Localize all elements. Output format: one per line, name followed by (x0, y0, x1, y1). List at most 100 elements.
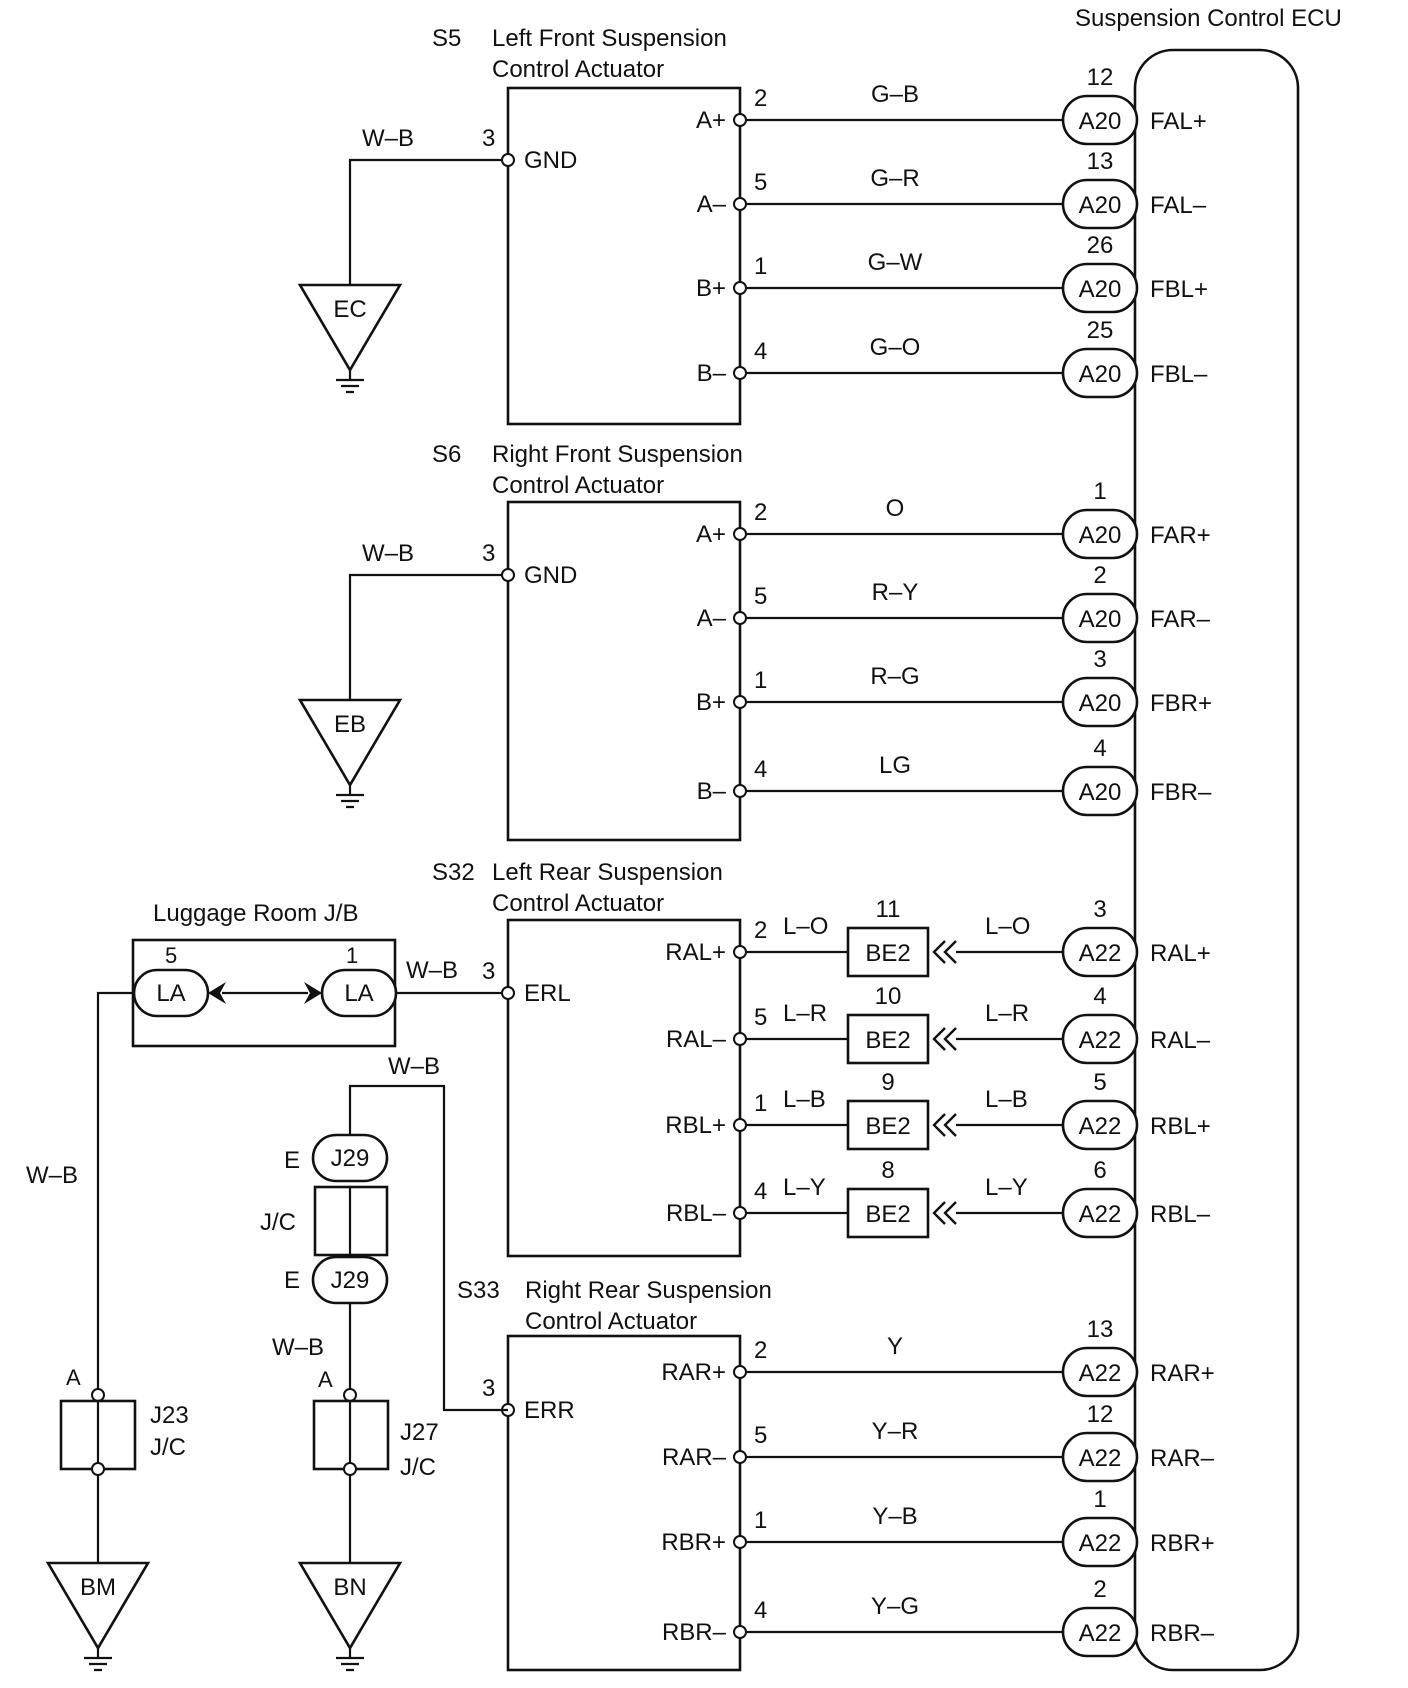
actuator-right-pin (733, 1206, 747, 1220)
actuator-terminal-label: RAR+ (661, 1359, 726, 1386)
actuator-terminal-label: RAL– (666, 1026, 727, 1053)
actuator-terminal-label: RBL– (666, 1200, 727, 1227)
suspension-control-ecu: Suspension Control ECU (1075, 5, 1342, 1672)
ecu-terminal-label: FBR+ (1150, 690, 1212, 717)
actuator-right-pin (733, 1450, 747, 1464)
actuator-right-pin (733, 695, 747, 709)
luggage-jb-left-arrow-icon (208, 982, 226, 1004)
actuator-left-pin-number: 3 (482, 958, 495, 985)
actuator-left-pin (501, 986, 515, 1000)
ecu-pin-number: 25 (1087, 317, 1114, 344)
ecu-title: Suspension Control ECU (1075, 5, 1342, 32)
be2-connector-label: BE2 (865, 1201, 910, 1228)
actuator-pin-number: 4 (754, 756, 767, 783)
j23-top-pin (91, 1388, 105, 1402)
jc-ground-wiring: W–B E J29 J/C E J29 W–B A J27 J/C (260, 1053, 508, 1563)
ecu-connector-label: A22 (1079, 1530, 1122, 1557)
actuator-terminal-label: B– (697, 778, 727, 805)
actuator-name-line1: Left Front Suspension (492, 25, 727, 52)
actuator-wire-label: Y–B (872, 1503, 917, 1530)
ecu-terminal-label: RBR+ (1150, 1530, 1215, 1557)
ecu-pin-number: 12 (1087, 1401, 1114, 1428)
actuator-right-pin (733, 366, 747, 380)
be2-pin-number: 10 (875, 983, 902, 1010)
ground-earth-icon (336, 785, 364, 809)
actuator-wire-label: LG (879, 752, 911, 779)
actuator-code: S6 (432, 441, 461, 468)
actuator-wire-label-ecu-side: L–R (985, 1000, 1029, 1027)
actuator-name-line1: Right Rear Suspension (525, 1277, 772, 1304)
actuator-ground-wire (348, 573, 502, 700)
ecu-pin-number: 3 (1093, 646, 1106, 673)
ground-triangle-icon (297, 283, 403, 373)
actuator-right-pin (733, 113, 747, 127)
actuator-terminal-label: RBR+ (661, 1529, 726, 1556)
luggage-jb-left-pin: 5 (165, 943, 177, 968)
j23-sub: J/C (150, 1434, 186, 1461)
actuator-pin-number: 2 (754, 499, 767, 526)
ecu-terminal-label: RBR– (1150, 1620, 1215, 1647)
ecu-connector-label: A20 (1079, 606, 1122, 633)
actuator-wire-label: Y–G (871, 1593, 919, 1620)
ecu-pin-number: 12 (1087, 64, 1114, 91)
ecu-pin-number: 2 (1093, 1576, 1106, 1603)
ecu-terminal-label: FAL– (1150, 192, 1207, 219)
actuator-wire-label: R–Y (872, 579, 919, 606)
ecu-terminal-label: FAR– (1150, 606, 1211, 633)
actuator-wire-label: G–O (870, 334, 921, 361)
actuator-pin-number: 4 (754, 1597, 767, 1624)
ecu-pin-number: 4 (1093, 735, 1106, 762)
actuator-pin-number: 4 (754, 1178, 767, 1205)
luggage-room-jb: Luggage Room J/B 5 1 LA LA W–B (131, 900, 458, 1048)
actuator-left-terminal-label: GND (524, 147, 577, 174)
actuator-wire-label: L–R (783, 1000, 827, 1027)
actuator-right-pin (733, 1535, 747, 1549)
ecu-pin-number: 13 (1087, 148, 1114, 175)
j29-top-letter: E (284, 1147, 300, 1174)
actuator-right-pin (733, 1032, 747, 1046)
actuator-pin-number: 2 (754, 917, 767, 944)
actuator-ground-wire-label: W–B (362, 125, 414, 152)
actuator-terminal-label: RBL+ (665, 1112, 726, 1139)
actuator-box (506, 500, 742, 842)
ecu-terminal-label: FAL+ (1150, 108, 1207, 135)
be2-connector (846, 1099, 930, 1151)
j29-top-connector-label: J29 (331, 1145, 370, 1172)
actuator-ground-wire-label: W–B (362, 540, 414, 567)
actuator-right-pin (733, 1625, 747, 1639)
luggage-jb-wire-label: W–B (406, 957, 458, 984)
ecu-terminal-label: RAR+ (1150, 1360, 1215, 1387)
actuator-right-pin (733, 611, 747, 625)
be2-arrow-icon (932, 1201, 957, 1225)
actuator-pin-number: 1 (754, 667, 767, 694)
actuator-ground-wire (348, 158, 502, 285)
luggage-jb-right-arrow-icon (304, 982, 322, 1004)
actuator-terminal-label: B+ (696, 689, 726, 716)
actuator-pin-number: 5 (754, 1422, 767, 1449)
be2-connector-label: BE2 (865, 1027, 910, 1054)
ecu-connector-label: A22 (1079, 1027, 1122, 1054)
ecu-connector-label: A22 (1079, 1445, 1122, 1472)
ecu-pin-number: 1 (1093, 1486, 1106, 1513)
actuator-terminal-label: RBR– (662, 1619, 727, 1646)
jc-top-wire (348, 1084, 508, 1412)
actuator-right-pin (733, 281, 747, 295)
actuator-right-pin (733, 197, 747, 211)
j29-jc-label: J/C (260, 1209, 296, 1236)
actuator-wire-label: L–B (783, 1086, 826, 1113)
actuator-pin-number: 2 (754, 1337, 767, 1364)
ground-triangle-icon (297, 698, 403, 788)
be2-connector (846, 1013, 930, 1065)
be2-connector (846, 926, 930, 978)
ground-label: EC (333, 296, 366, 323)
actuator-wire-label: L–O (783, 913, 828, 940)
actuator-wire-label: O (886, 495, 905, 522)
actuator-right-pin (733, 1365, 747, 1379)
ecu-pin-number: 13 (1087, 1316, 1114, 1343)
ground-earth-icon (336, 370, 364, 394)
be2-pin-number: 8 (881, 1157, 894, 1184)
ground-earth-icon (84, 1648, 112, 1672)
